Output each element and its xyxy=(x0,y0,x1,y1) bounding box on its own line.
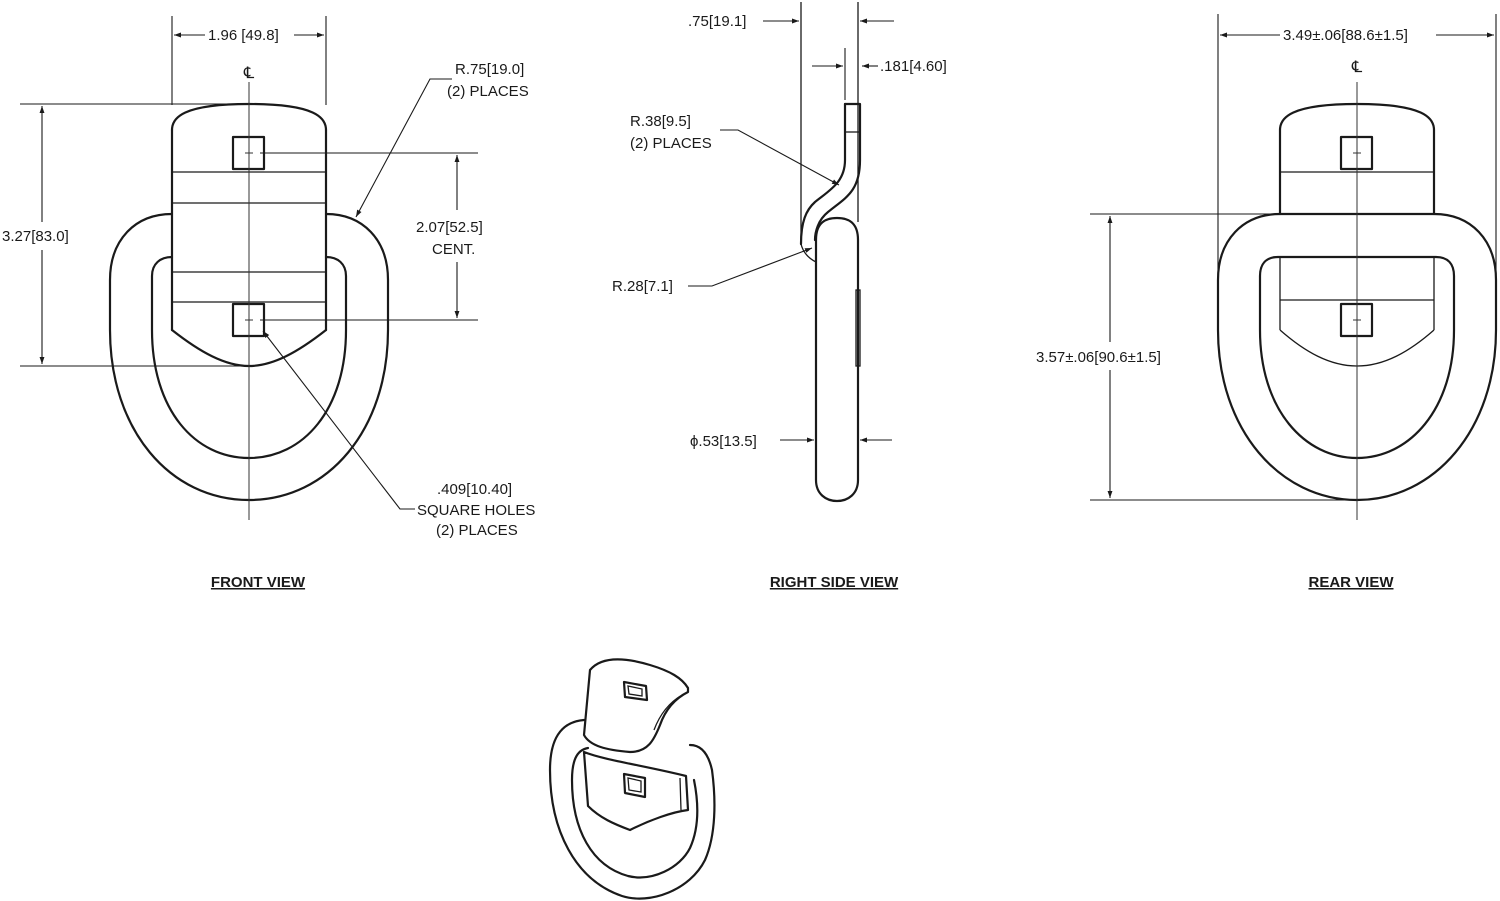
side-inner-radius-callout: R.28[7.1] xyxy=(612,247,813,295)
rear-height-dimension: 3.57±.06[90.6±1.5] xyxy=(1036,213,1355,501)
isometric-view xyxy=(548,658,716,900)
side-view-geometry xyxy=(799,2,862,503)
side-bend-radius-value-mm: 9.5 xyxy=(666,113,687,130)
svg-text:3.27[83.0]: 3.27[83.0] xyxy=(2,228,69,245)
svg-text:2.07[52.5]: 2.07[52.5] xyxy=(416,219,483,236)
rear-view-title: REAR VIEW xyxy=(1308,574,1394,591)
front-hole-callout: .409[10.40] SQUARE HOLES (2) PLACES xyxy=(262,330,535,539)
front-height-value: 3.27 xyxy=(2,228,31,245)
svg-text:.409[10.40]: .409[10.40] xyxy=(437,481,512,498)
rear-width-value: 3.49±.06 xyxy=(1283,27,1341,44)
svg-text:R.38[9.5]: R.38[9.5] xyxy=(630,113,691,130)
svg-text:.181[4.60]: .181[4.60] xyxy=(880,58,947,75)
front-centerline-symbol: ℄ xyxy=(243,65,255,82)
side-thickness-value-mm: 4.60 xyxy=(913,58,942,75)
front-radius-value: R.75 xyxy=(455,61,487,78)
side-ring-diameter-dimension: ϕ.53[13.5] xyxy=(690,433,892,450)
side-offset-value: .75 xyxy=(688,13,709,30)
side-bend-radius-note: (2) PLACES xyxy=(630,135,712,152)
front-hole-size-value-mm: 10.40 xyxy=(470,481,508,498)
side-ring-diameter-value-mm: 13.5 xyxy=(723,433,752,450)
front-hole-size-value: .409 xyxy=(437,481,466,498)
side-ring-diameter-value: ϕ.53 xyxy=(690,433,719,450)
rear-view: ℄ 3.49±.06[88.6±1.5] 3.57±.06[90.6±1.5] … xyxy=(1036,14,1498,591)
front-view-title: FRONT VIEW xyxy=(211,574,306,591)
rear-width-value-mm: 88.6±1.5 xyxy=(1345,27,1403,44)
right-side-view: .75[19.1] .181[4.60] R.38[9.5] (2) PLACE… xyxy=(612,2,947,591)
side-offset-dimension: .75[19.1] xyxy=(688,13,894,30)
front-radius-note: (2) PLACES xyxy=(447,83,529,100)
rear-width-dimension: 3.49±.06[88.6±1.5] xyxy=(1217,14,1497,275)
front-radius-value-mm: 19.0 xyxy=(491,61,520,78)
svg-text:R.28[7.1]: R.28[7.1] xyxy=(612,278,673,295)
iso-square-hole-upper xyxy=(622,680,649,702)
front-hole-spacing-value-mm: 52.5 xyxy=(449,219,478,236)
side-thickness-value: .181 xyxy=(880,58,909,75)
front-width-value-mm: 49.8 xyxy=(245,27,274,44)
side-bend-radius-value: R.38 xyxy=(630,113,662,130)
svg-text:3.57±.06[90.6±1.5]: 3.57±.06[90.6±1.5] xyxy=(1036,349,1161,366)
svg-text:3.49±.06[88.6±1.5]: 3.49±.06[88.6±1.5] xyxy=(1283,27,1408,44)
side-view-title: RIGHT SIDE VIEW xyxy=(770,574,899,591)
svg-text:1.96[49.8]: 1.96[49.8] xyxy=(208,27,279,44)
svg-text:.75[19.1]: .75[19.1] xyxy=(688,13,746,30)
front-hole-spacing-value: 2.07 xyxy=(416,219,445,236)
front-view: ℄ 1.96[49.8] R.75[19.0] (2) PLACES 3.27[… xyxy=(2,16,535,591)
front-view-geometry xyxy=(108,82,390,520)
front-height-value-mm: 83.0 xyxy=(35,228,64,245)
front-width-dimension: 1.96[49.8] xyxy=(171,16,327,105)
rear-height-value: 3.57±.06 xyxy=(1036,349,1094,366)
iso-square-hole-lower xyxy=(622,772,647,799)
front-hole-note: SQUARE HOLES xyxy=(417,502,535,519)
rear-centerline-symbol: ℄ xyxy=(1351,59,1363,76)
front-width-value: 1.96 xyxy=(208,27,237,44)
rear-height-value-mm: 90.6±1.5 xyxy=(1098,349,1156,366)
front-height-dimension: 3.27[83.0] xyxy=(2,103,245,367)
side-thickness-dimension: .181[4.60] xyxy=(812,48,947,100)
side-inner-radius-value-mm: 7.1 xyxy=(648,278,669,295)
side-bend-radius-callout: R.38[9.5] (2) PLACES xyxy=(630,113,840,186)
svg-text:ϕ.53[13.5]: ϕ.53[13.5] xyxy=(690,433,757,450)
front-hole-places-note: (2) PLACES xyxy=(436,522,518,539)
svg-text:R.75[19.0]: R.75[19.0] xyxy=(455,61,524,78)
front-hole-spacing-note: CENT. xyxy=(432,241,475,258)
front-hole-spacing-dimension: 2.07[52.5] CENT. xyxy=(260,152,483,321)
side-offset-value-mm: 19.1 xyxy=(713,13,742,30)
rear-view-geometry xyxy=(1216,82,1498,520)
front-radius-callout: R.75[19.0] (2) PLACES xyxy=(355,61,529,218)
side-inner-radius-value: R.28 xyxy=(612,278,644,295)
